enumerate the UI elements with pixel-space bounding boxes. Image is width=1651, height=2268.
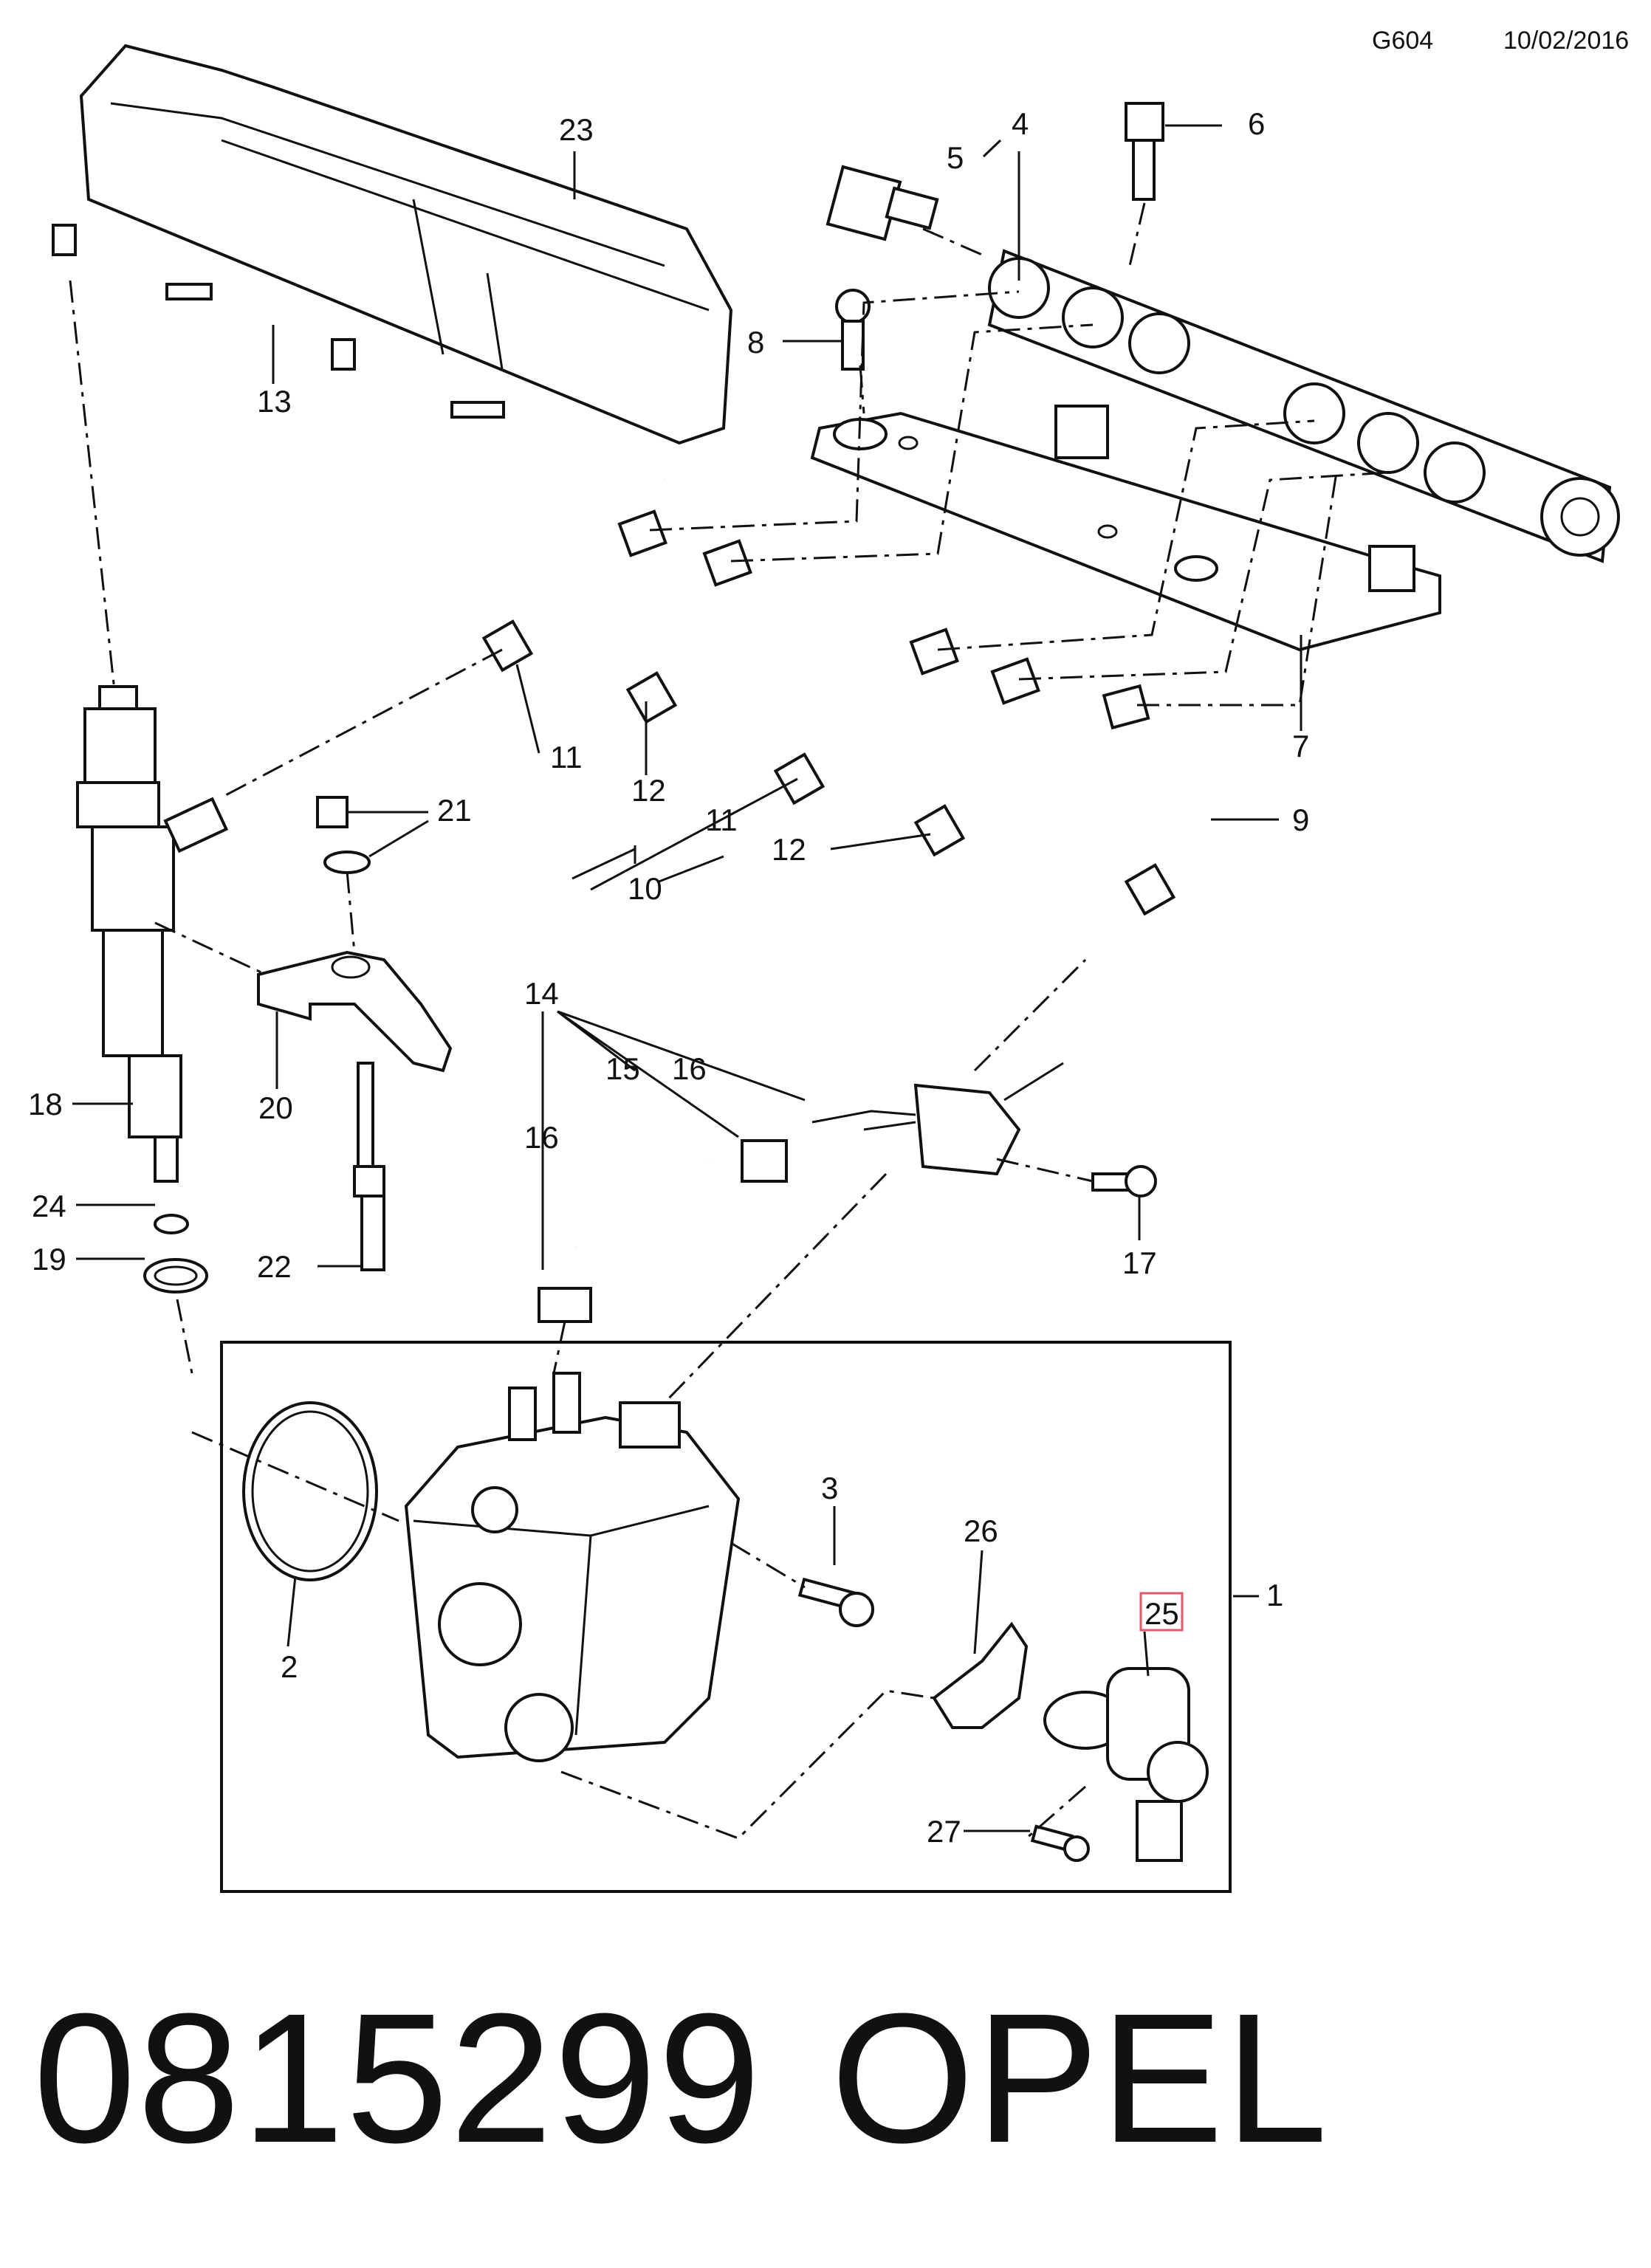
callout-15: 15 <box>605 1051 640 1086</box>
part-number: 0815299 <box>33 1975 763 2181</box>
callout-17: 17 <box>1122 1245 1157 1280</box>
seal-ring-19 <box>143 1258 208 1293</box>
callout-8: 8 <box>747 325 764 360</box>
engine-cover <box>79 44 733 445</box>
callout-26: 26 <box>964 1513 998 1548</box>
callout-11-left: 11 <box>550 740 583 774</box>
pump-assembly-frame <box>220 1341 1232 1893</box>
injector <box>76 685 229 1183</box>
callout-25: 25 <box>1144 1596 1179 1631</box>
callout-6: 6 <box>1248 106 1265 141</box>
callout-20: 20 <box>258 1090 293 1125</box>
stud-bolt <box>353 1062 385 1271</box>
callout-22: 22 <box>257 1249 292 1284</box>
callout-14: 14 <box>524 976 559 1011</box>
callout-21: 21 <box>437 793 472 828</box>
callout-2: 2 <box>281 1649 298 1684</box>
callout-9: 9 <box>1292 803 1309 837</box>
fuel-rail <box>987 249 1620 563</box>
callout-5: 5 <box>947 140 964 175</box>
callout-11-right: 11 <box>705 803 738 837</box>
callout-4: 4 <box>1012 106 1029 141</box>
clamp-nut <box>316 796 371 874</box>
callout-3: 3 <box>821 1471 838 1505</box>
diagram-code: G604 <box>1372 27 1434 55</box>
pump-bolt-3 <box>797 1577 874 1627</box>
callout-24: 24 <box>32 1189 66 1223</box>
diagram-date: 10/02/2016 <box>1503 27 1630 55</box>
rail-bolt-6 <box>1125 102 1164 201</box>
callout-7: 7 <box>1292 729 1309 763</box>
callout-13: 13 <box>257 384 292 419</box>
callout-18: 18 <box>28 1087 63 1121</box>
high-pressure-pipe <box>1072 684 1201 916</box>
callout-16-left: 16 <box>524 1120 559 1155</box>
gasket <box>932 1621 1029 1729</box>
valve-bolt-27 <box>1030 1824 1090 1862</box>
wiring-harness <box>52 224 666 483</box>
pressure-sensor <box>826 165 939 241</box>
callout-1: 1 <box>1266 1578 1283 1612</box>
callout-19: 19 <box>32 1242 66 1276</box>
washer-24 <box>154 1214 189 1234</box>
callout-10: 10 <box>628 871 662 906</box>
callout-27: 27 <box>927 1814 961 1849</box>
brand-name: OPEL <box>831 1975 1329 2181</box>
high-pressure-pump <box>404 1372 741 1762</box>
callout-25-highlight <box>1139 1592 1184 1632</box>
return-line <box>538 1062 1064 1323</box>
callout-12-left: 12 <box>631 773 666 808</box>
injector-clamp <box>257 950 453 1073</box>
bolt-17 <box>1091 1165 1157 1197</box>
pump-o-ring <box>242 1401 378 1581</box>
fuel-lines <box>481 509 1040 857</box>
callout-12-right: 12 <box>772 832 806 867</box>
callout-23: 23 <box>559 112 594 147</box>
callout-16-right: 16 <box>672 1051 707 1086</box>
pressure-control-valve <box>1043 1667 1209 1862</box>
bracket-bolt-8 <box>835 289 871 371</box>
